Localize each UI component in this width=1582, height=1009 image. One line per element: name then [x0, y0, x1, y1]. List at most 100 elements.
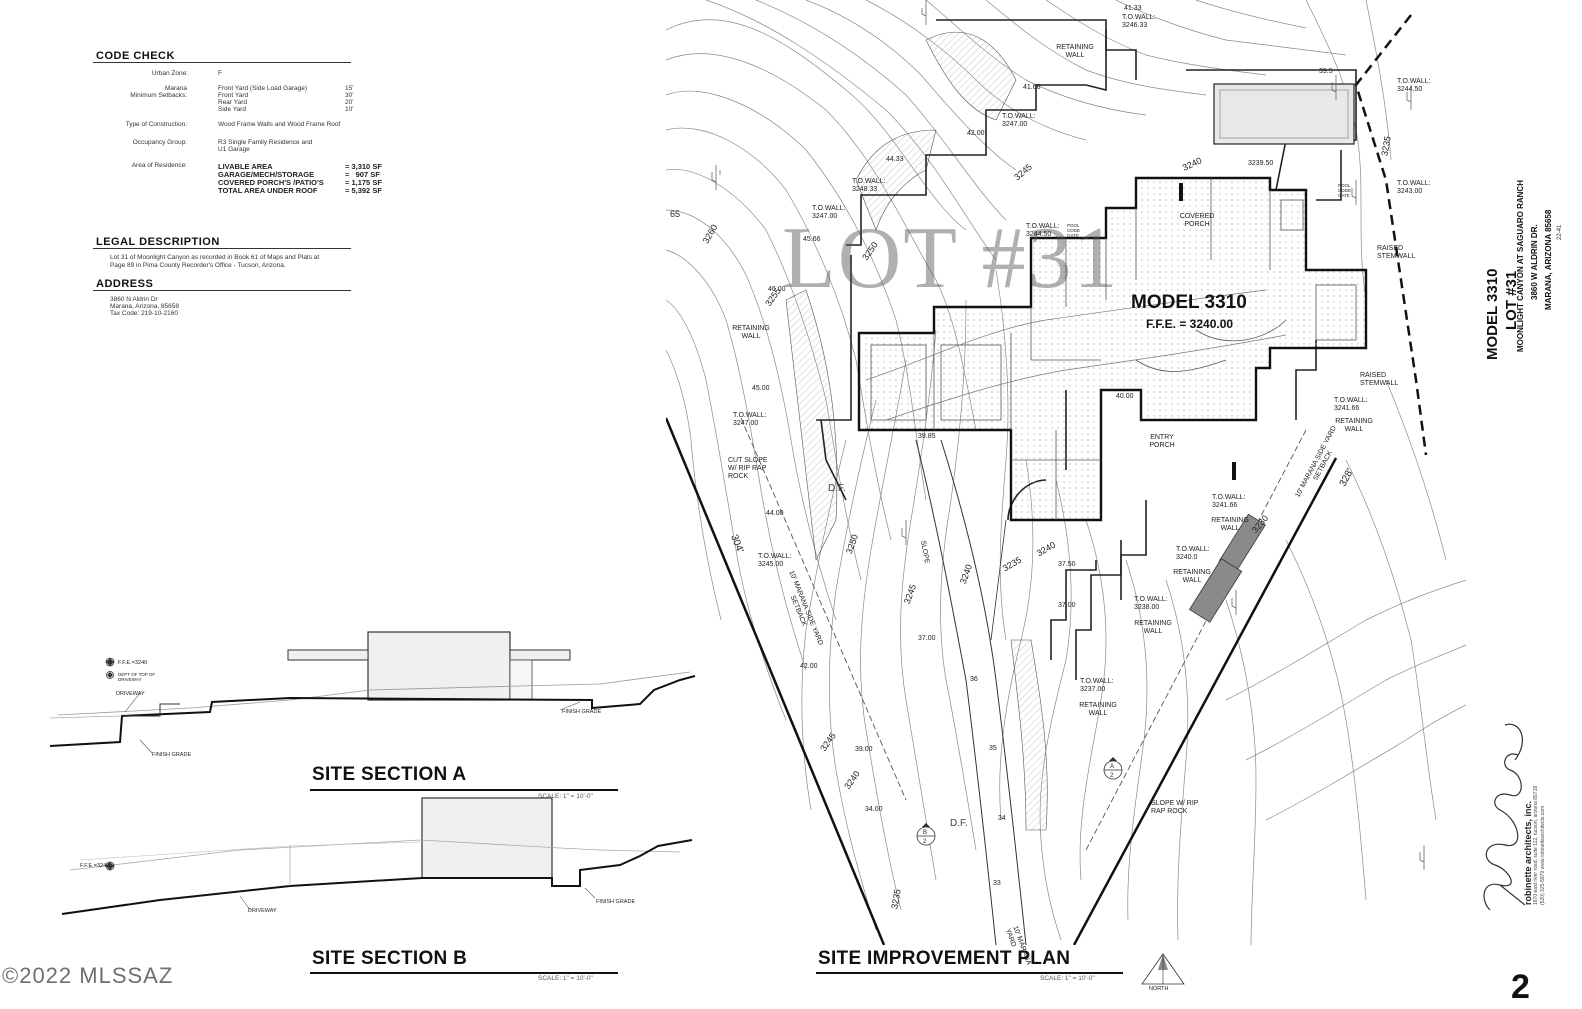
spot-elev-1: 41.33: [1124, 5, 1142, 12]
retaining-wall-label-6: RETAINING WALL: [1134, 620, 1172, 635]
titleblock-model: MODEL 3310: [1484, 268, 1501, 360]
covered-porch-label: COVERED PORCH: [1179, 213, 1215, 228]
area-name-3: COVERED PORCH'S /PATIO'S: [218, 178, 324, 187]
spot-elev-7: 46.00: [768, 286, 786, 293]
address-line-2: Marana, Arizona, 85658: [110, 303, 180, 310]
construction-label: Type of Construction:: [125, 121, 187, 128]
section-a-driveway: DRIVEWAY: [116, 691, 145, 697]
north-label: NORTH: [1149, 986, 1169, 992]
site-section-a-scale: SCALE: 1" = 10'-0": [538, 793, 593, 800]
spot-elev-8: 45.00: [752, 385, 770, 392]
section-a-driveway-top: DEPT OF TOP OF DRIVEWAY: [118, 672, 156, 682]
address-line-3: Tax Code: 219-10-2160: [110, 310, 178, 317]
spot-elev-18: 3239.50: [1248, 160, 1274, 167]
cut-slope-label: CUT SLOPE W/ RIP RAP ROCK: [728, 457, 768, 480]
site-plan-rule: [816, 972, 1123, 974]
retaining-wall-label-1: RETAINING WALL: [1056, 44, 1094, 59]
setbacks-label-2: Minimum Setbacks:: [130, 92, 187, 99]
site-section-a-title: SITE SECTION A: [312, 764, 467, 785]
signature-icon: [1483, 723, 1526, 911]
site-section-a-rule: [310, 789, 618, 791]
setback-value-1: 15': [345, 85, 354, 92]
area-value-3: = 1,175 SF: [345, 178, 382, 187]
site-plan-title: SITE IMPROVEMENT PLAN: [818, 948, 1071, 969]
spot-elev-22: 33: [993, 880, 1001, 887]
spot-elev-19: 36: [970, 676, 978, 683]
titleblock-date: 22-41: [1557, 224, 1563, 240]
urban-zone-value: F: [218, 70, 222, 77]
tow-label-3: T.O.WALL: 3247.00: [1002, 113, 1036, 128]
section-b-driveway: DRIVEWAY: [248, 908, 277, 914]
area-name-1: LIVABLE AREA: [218, 162, 273, 171]
sheet-number: 2: [1511, 968, 1530, 1006]
spot-elev-2: 39.5: [1319, 68, 1333, 75]
site-section-b-drawing: [61, 797, 693, 915]
legal-line-1: Lot 31 of Moonlight Canyon as recorded i…: [110, 254, 320, 261]
tow-label-11: T.O.WALL: 3241.66: [1212, 494, 1246, 509]
df-label-1: D.F.: [828, 483, 846, 494]
section-mark-a-sheet: 2: [1110, 773, 1114, 779]
spot-elev-9: 44.00: [766, 510, 784, 517]
mls-watermark: ©2022 MLSSAZ: [2, 963, 174, 988]
lot-watermark: LOT #31: [782, 210, 1120, 307]
tow-label-1: T.O.WALL: 3246.33: [1122, 14, 1156, 29]
area-name-4: TOTAL AREA UNDER ROOF: [218, 186, 318, 195]
site-section-a-drawing: [49, 631, 696, 754]
urban-zone-label: Urban Zone:: [151, 70, 188, 77]
setback-value-2: 30': [345, 92, 354, 99]
code-check-heading: CODE CHECK: [96, 50, 175, 62]
spot-elev-3: 41.66: [1023, 84, 1041, 91]
section-a-ffe: F.F.E.=3240: [118, 660, 148, 666]
slope-rip-label: SLOPE W/ RIP RAP ROCK: [1151, 800, 1199, 815]
legal-rule: [93, 248, 351, 249]
section-a-finish-grade-right: FINISH GRADE: [562, 709, 602, 715]
retaining-wall-label-7: RETAINING WALL: [1079, 702, 1117, 717]
tow-label-14: T.O.WALL: 3237.00: [1080, 678, 1114, 693]
tow-label-9: T.O.WALL: 3245.00: [758, 553, 792, 568]
spot-elev-5: 44.33: [886, 156, 904, 163]
setback-name-1: Front Yard (Side Load Garage): [218, 85, 308, 92]
spot-elev-21: 34: [998, 815, 1006, 822]
occupancy-value-2: U1 Garage: [218, 146, 250, 153]
retaining-wall-label-5: RETAINING WALL: [1173, 569, 1211, 584]
tow-label-10: T.O.WALL: 3241.66: [1334, 397, 1368, 412]
site-plan-drawing: A 2 B 2: [666, 0, 1466, 945]
tow-label-12: T.O.WALL: 3240.0: [1176, 546, 1210, 561]
tow-label-6: T.O.WALL: 3244.50: [1026, 223, 1060, 238]
spot-elev-20: 35: [989, 745, 997, 752]
section-b-ffe: F.F.E.=3240: [80, 863, 110, 869]
site-section-b-title: SITE SECTION B: [312, 948, 468, 969]
spot-elev-14: 40.00: [1116, 393, 1134, 400]
section-mark-b-sheet: 2: [923, 839, 927, 845]
titleblock-project: MOONLIGHT CANYON AT SAGUARO RANCH: [1516, 180, 1525, 352]
spot-elev-4: 42.00: [967, 130, 985, 137]
legal-heading: LEGAL DESCRIPTION: [96, 236, 220, 248]
site-section-b-scale: SCALE: 1" = 10'-0": [538, 975, 593, 982]
setback-value-4: 10': [345, 106, 354, 113]
spot-elev-16: 37.00: [1058, 602, 1076, 609]
titleblock-city: MARANA, ARIZONA 85658: [1544, 209, 1553, 310]
site-section-b-rule: [310, 972, 618, 974]
legal-line-2: Page 89 in Pima County Recorder's Office…: [110, 262, 286, 269]
section-b-finish-grade: FINISH GRADE: [596, 899, 636, 905]
spot-elev-10: 42.00: [800, 663, 818, 670]
retaining-wall-label-4: RETAINING WALL: [1211, 517, 1249, 532]
section-a-finish-grade-left: FINISH GRADE: [152, 752, 192, 758]
titleblock-street: 3860 W ALDRIN DR.: [1530, 224, 1539, 300]
spot-elev-13: 39.85: [918, 433, 936, 440]
north-arrow-icon: [1141, 930, 1156, 945]
plan-model-label: MODEL 3310: [1131, 292, 1247, 313]
setback-name-4: Side Yard: [218, 106, 246, 113]
retaining-wall-label-3: RETAINING WALL: [1335, 418, 1373, 433]
raised-stemwall-label-2: RAISED STEMWALL: [1360, 372, 1399, 387]
setback-name-2: Front Yard: [218, 92, 249, 99]
tow-label-7: T.O.WALL: 3243.00: [1397, 180, 1431, 195]
construction-value: Wood Frame Walls and Wood Frame Roof: [218, 121, 341, 128]
area-value-4: = 5,392 SF: [345, 186, 382, 195]
section-mark-a: A: [1110, 764, 1114, 770]
retaining-wall-label-2: RETAINING WALL: [732, 325, 770, 340]
df-label-2: D.F.: [950, 818, 968, 829]
area-label: Area of Residence:: [131, 162, 187, 169]
spot-elev-15: 37.50: [1058, 561, 1076, 568]
area-value-2: = 907 SF: [345, 170, 380, 179]
